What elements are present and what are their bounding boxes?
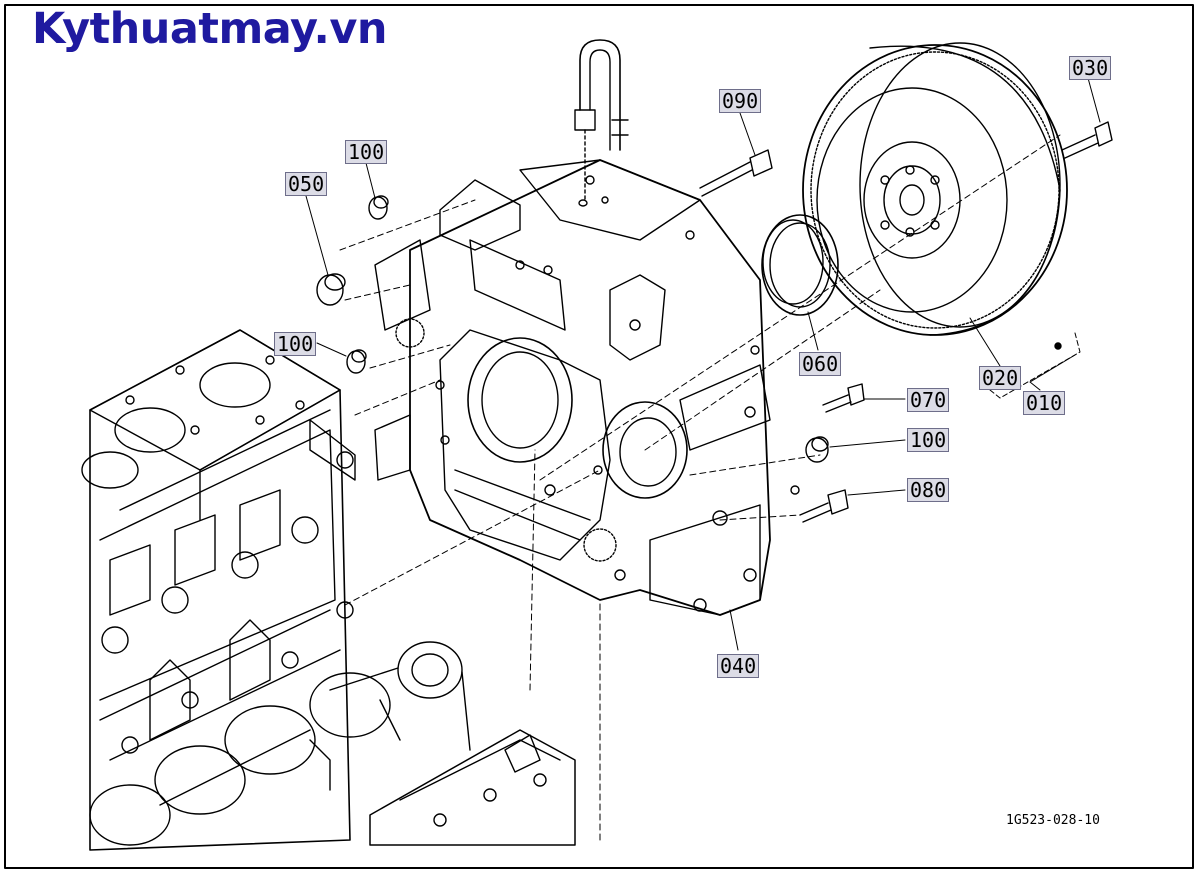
breather-hose xyxy=(574,39,629,207)
flywheel-housing xyxy=(374,159,800,616)
diagram-frame xyxy=(4,4,1194,869)
leader-lines xyxy=(305,77,1101,651)
crankshaft xyxy=(89,641,471,846)
callout-020[interactable]: 020 xyxy=(979,366,1022,390)
assembly-lines xyxy=(339,134,1081,841)
callout-090[interactable]: 090 xyxy=(719,89,762,113)
plug-100-top xyxy=(368,195,389,220)
callout-100-mid[interactable]: 100 xyxy=(274,332,317,356)
callout-070[interactable]: 070 xyxy=(907,388,950,412)
callout-100-top[interactable]: 100 xyxy=(345,140,388,164)
bolt-090 xyxy=(699,149,773,197)
oil-pan-case xyxy=(369,729,576,846)
brand-title: Kythuatmay.vn xyxy=(32,4,388,54)
bolt-070 xyxy=(822,383,865,413)
callout-040[interactable]: 040 xyxy=(717,654,760,678)
plug-100-right xyxy=(805,436,829,463)
callout-030[interactable]: 030 xyxy=(1069,56,1112,80)
oil-seal xyxy=(761,214,839,316)
callout-080[interactable]: 080 xyxy=(907,478,950,502)
callout-050[interactable]: 050 xyxy=(285,172,328,196)
drawing-code: 1G523-028-10 xyxy=(1006,813,1100,828)
bolt-080 xyxy=(799,489,849,523)
flywheel xyxy=(802,42,1068,350)
engine-block xyxy=(81,329,356,851)
bolt-030 xyxy=(1061,121,1113,159)
plug-050 xyxy=(316,273,346,306)
callout-060[interactable]: 060 xyxy=(799,352,842,376)
callout-100-right[interactable]: 100 xyxy=(907,428,950,452)
plug-100-mid xyxy=(346,349,367,374)
callout-010[interactable]: 010 xyxy=(1023,391,1066,415)
